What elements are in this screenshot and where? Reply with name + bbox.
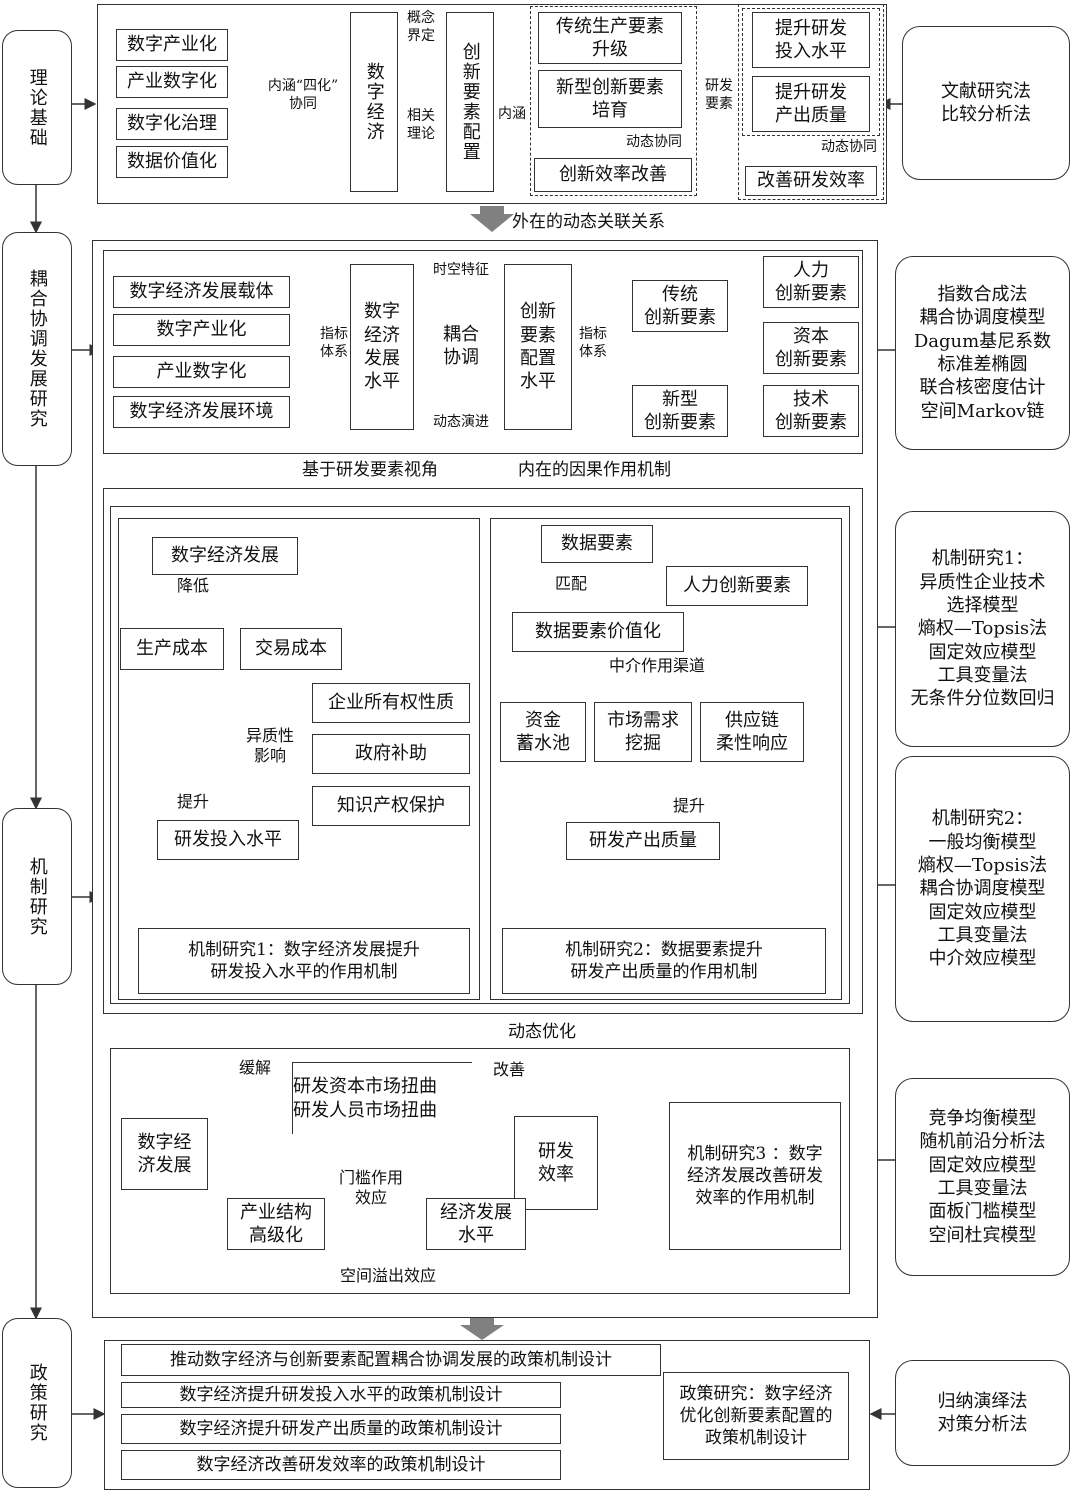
s1-item-industry-digitalization: 产业数字化 [116,66,228,98]
m3-threshold-label: 门槛作用 效应 [338,1168,403,1207]
policy-item-4: 数字经济改善研发效率的政策机制设计 [121,1450,561,1480]
s1-dynamic-synergy-label: 动态协同 [626,134,682,150]
s2-dynamic-evolution-label: 动态演进 [433,414,489,430]
m3-econ: 经济发展 水平 [426,1198,526,1250]
m3-result: 机制研究3 ：数字 经济发展改善研发 效率的作用机制 [669,1102,841,1250]
policy-item-1: 推动数字经济与创新要素配置耦合协调发展的政策机制设计 [121,1344,661,1376]
s1-connotation2-label: 内涵 [498,106,526,122]
m1-ownership: 企业所有权性质 [312,683,470,723]
m1-hetero-label: 异质性 影响 [245,726,294,765]
s1-methods: 文献研究法 比较分析法 [902,26,1070,180]
s2-item-industry-digitalization: 产业数字化 [113,356,290,388]
m2-fund: 资金 蓄水池 [500,702,586,762]
m2-supply: 供应链 柔性响应 [700,702,804,762]
s2-traditional: 传统 创新要素 [632,280,728,332]
s2-tech: 技术 创新要素 [763,385,859,437]
m2-data: 数据要素 [541,525,653,563]
innovation-factor-dashed-group [530,6,697,196]
link-dynamic-optimize: 动态优化 [508,1022,576,1042]
m1-ip-protection: 知识产权保护 [312,786,470,826]
lane-policy: 政策研究 [2,1318,72,1488]
s1-improve-rd-eff: 改善研发效率 [745,166,877,196]
s1-related-theory-label: 相关 理论 [407,108,435,142]
m2-market: 市场需求 挖掘 [594,702,692,762]
m2-raise-label: 提升 [672,796,705,815]
s2-index-system-label: 指标 体系 [320,326,348,360]
s2-human: 人力 创新要素 [763,256,859,308]
s2-item-carrier: 数字经济发展载体 [113,276,290,308]
s1-new-cultivation: 新型创新要素 培育 [538,70,682,128]
policy-item-3: 数字经济提升研发产出质量的政策机制设计 [121,1414,561,1444]
m1-raise-label: 提升 [176,792,209,811]
m1-subsidy: 政府补助 [312,734,470,774]
m2-channel-label: 中介作用渠道 [608,656,705,675]
m3-distortion: 研发资本市场扭曲 研发人员市场扭曲 [292,1062,472,1134]
m2-rd-output: 研发产出质量 [566,822,720,860]
s1-concept-label: 概念 界定 [407,10,435,44]
s2-capital: 资本 创新要素 [763,322,859,374]
s1-rd-output: 提升研发 产出质量 [752,76,870,132]
m1-de-dev: 数字经济发展 [152,537,298,575]
s1-dynamic-synergy2-label: 动态协同 [821,139,877,155]
s1-item-digital-governance: 数字化治理 [116,108,228,140]
s1-rd-input: 提升研发 投入水平 [752,12,870,68]
s2-de-level: 数字 经济 发展 水平 [350,264,414,430]
m2-methods: 机制研究2： 一般均衡模型 熵权—Topsis法 耦合协调度模型 固定效应模型 … [895,756,1070,1022]
rd-factor-dashed-group-outer [738,4,884,200]
s2-item-environment: 数字经济发展环境 [113,396,290,428]
m3-methods: 竞争均衡模型 随机前沿分析法 固定效应模型 工具变量法 面板门槛模型 空间杜宾模… [895,1078,1070,1276]
m2-value: 数据要素价值化 [512,612,684,652]
link-rd-perspective: 基于研发要素视角 [302,460,438,480]
m2-human: 人力创新要素 [666,566,808,606]
s1-efficiency-improve: 创新效率改善 [534,158,692,192]
s1-connotation-label: 内涵“四化” 协同 [267,78,339,112]
s2-item-digital-industrialization: 数字产业化 [113,314,290,346]
s1-innovation-allocation: 创新要素配置 [446,12,494,192]
s1-traditional-upgrade: 传统生产要素 升级 [538,12,682,64]
policy-result: 政策研究：数字经济 优化创新要素配置的 政策机制设计 [663,1372,849,1460]
s2-methods: 指数合成法 耦合协调度模型 Dagum基尼系数 标准差椭圆 联合核密度估计 空间… [895,256,1070,450]
s2-index-system2-label: 指标 体系 [579,326,607,360]
m3-ease-label: 缓解 [238,1058,271,1077]
s2-ia-level: 创新 要素 配置 水平 [504,264,572,430]
s1-item-digital-industrialization: 数字产业化 [116,29,228,61]
policy-item-2: 数字经济提升研发投入水平的政策机制设计 [121,1382,561,1408]
m3-rd-eff: 研发 效率 [514,1116,598,1210]
s2-new-type: 新型 创新要素 [632,385,728,437]
m2-result: 机制研究2：数据要素提升 研发产出质量的作用机制 [502,928,826,994]
m1-methods: 机制研究1： 异质性企业技术 选择模型 熵权—Topsis法 固定效应模型 工具… [895,511,1070,747]
m1-trans-cost: 交易成本 [240,628,342,670]
m2-match-label: 匹配 [554,574,587,593]
lane-mechanism: 机制研究 [2,808,72,985]
m1-prod-cost: 生产成本 [120,628,224,670]
link-external-relation: 外在的动态关联关系 [512,212,665,232]
m3-improve-label: 改善 [492,1060,525,1079]
rd-factor-dashed-group-inner [742,8,880,136]
link-causal-mechanism: 内在的因果作用机制 [518,460,671,480]
m3-de-dev: 数字经 济发展 [121,1118,208,1190]
policy-methods: 归纳演绎法 对策分析法 [895,1360,1070,1466]
lane-theory: 理论基础 [2,30,72,185]
s1-rd-factor-label: 研发 要素 [705,78,733,112]
m1-rd-input: 研发投入水平 [157,820,299,860]
s2-coupling: 耦合 协调 [443,323,479,368]
lane-coupling: 耦合协调发展研究 [2,232,72,466]
m3-spatial-label: 空间溢出效应 [339,1266,436,1285]
s2-spatiotemporal-label: 时空特征 [433,262,489,278]
s1-item-data-valuation: 数据价值化 [116,146,228,178]
m3-industry: 产业结构 高级化 [227,1198,325,1250]
s1-digital-economy: 数字经济 [350,12,398,192]
m1-result: 机制研究1：数字经济发展提升 研发投入水平的作用机制 [138,928,470,994]
m1-reduce-label: 降低 [176,576,209,595]
